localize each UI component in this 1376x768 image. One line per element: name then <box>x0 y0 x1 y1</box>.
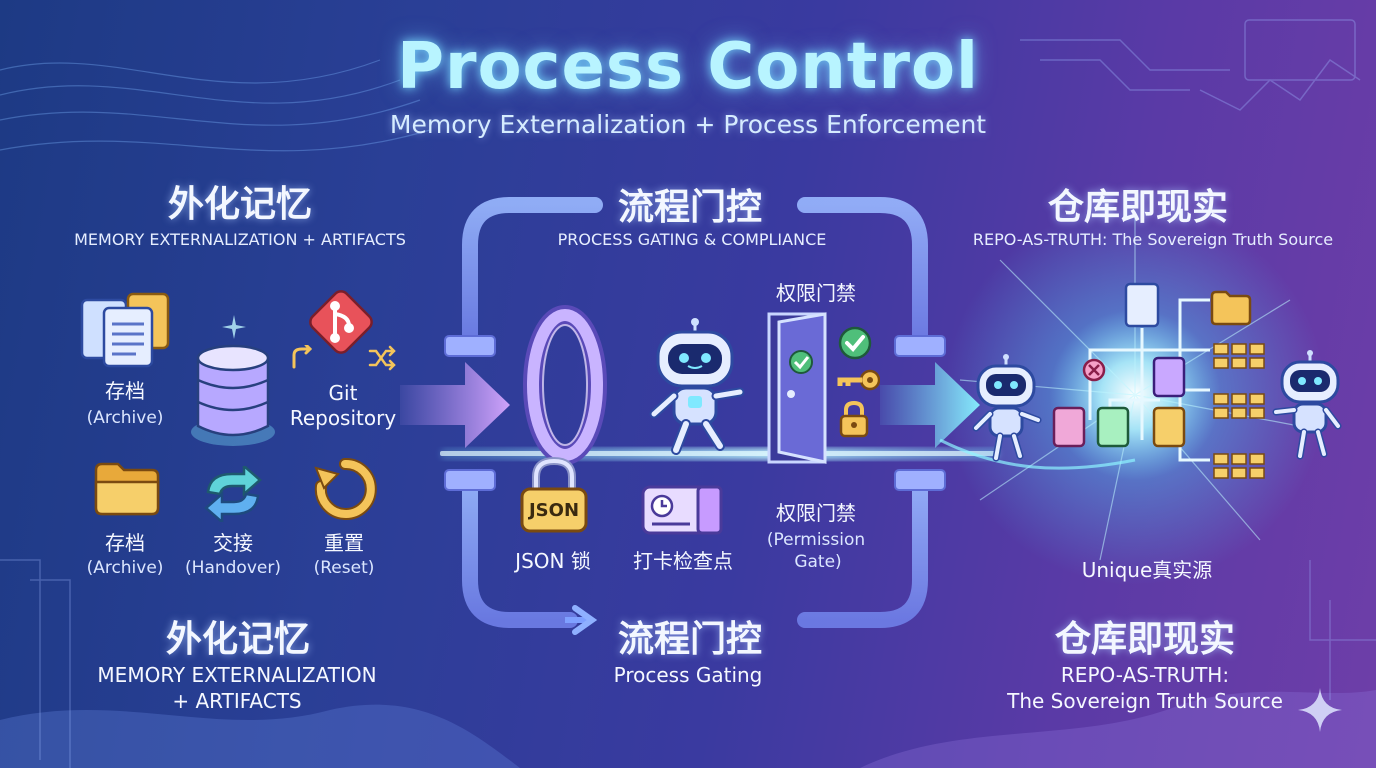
left-footer-heading: 外化记忆 <box>165 619 311 660</box>
json-lock-badge: JSON <box>528 500 580 521</box>
robot-right-icon <box>1272 350 1342 460</box>
git-icon <box>309 290 373 354</box>
archive-label-zh: 存档 <box>105 379 145 403</box>
database-icon <box>191 344 275 446</box>
repository-label: Repository <box>289 406 397 430</box>
swap-arrows-icon <box>204 466 262 522</box>
reset-label-en: (Reset) <box>313 558 375 578</box>
page-title: Process Control <box>397 30 979 104</box>
folder-icon <box>94 462 160 516</box>
key-icon <box>837 369 880 391</box>
portal-ring-icon <box>523 305 607 465</box>
left-footer-line2: + ARTIFACTS <box>172 689 302 713</box>
door-icon <box>767 312 827 464</box>
robot-walking-icon <box>649 318 745 455</box>
reset-label-zh: 重置 <box>324 531 364 555</box>
checkpoint-card-icon <box>641 485 723 535</box>
left-heading: 外化记忆 <box>167 184 313 225</box>
json-lock-label: JSON 锁 <box>515 549 591 573</box>
git-label: Git <box>328 381 358 405</box>
center-footer-heading: 流程门控 <box>617 619 763 660</box>
left-footer-line1: MEMORY EXTERNALIZATION <box>97 663 377 687</box>
merge-arrow-icon <box>292 345 313 369</box>
archive2-label-zh: 存档 <box>105 531 145 555</box>
robot-left-icon <box>972 354 1042 462</box>
right-heading: 仓库即现实 <box>1047 187 1229 228</box>
check-badge-icon <box>838 326 872 360</box>
unique-truth-label: Unique真实源 <box>1081 558 1213 582</box>
sparkle-icon <box>222 315 246 339</box>
handover-label-zh: 交接 <box>213 531 253 555</box>
left-subheading: MEMORY EXTERNALIZATION + ARTIFACTS <box>74 230 406 249</box>
padlock-small-icon <box>839 400 869 438</box>
gate-label-top: 权限门禁 <box>776 281 856 305</box>
center-footer-label: Process Gating <box>613 663 763 687</box>
right-footer-line1: REPO-AS-TRUTH: <box>1060 663 1230 687</box>
repo-tree-diagram <box>1052 282 1265 479</box>
page-subtitle: Memory Externalization + Process Enforce… <box>389 110 987 139</box>
json-lock-icon <box>520 456 588 533</box>
archive-label-en: (Archive) <box>86 408 164 428</box>
document-node <box>1124 282 1160 328</box>
right-subheading: REPO-AS-TRUTH: The Sovereign Truth Sourc… <box>972 230 1334 249</box>
right-footer-line2: The Sovereign Truth Source <box>1007 689 1283 713</box>
corner-sparkle-icon <box>1298 688 1342 732</box>
checkpoint-label: 打卡检查点 <box>633 549 733 573</box>
center-heading: 流程门控 <box>617 187 763 228</box>
handover-label-en: (Handover) <box>185 558 281 578</box>
shuffle-icon <box>368 345 396 371</box>
permission-gate-zh: 权限门禁 <box>776 501 856 525</box>
reset-icon <box>314 457 377 520</box>
right-footer-heading: 仓库即现实 <box>1054 619 1236 660</box>
documents-icon <box>80 292 170 368</box>
archive2-label-en: (Archive) <box>86 558 164 578</box>
center-subheading: PROCESS GATING & COMPLIANCE <box>557 230 827 249</box>
permission-gate-en-line1: (Permission <box>766 530 866 550</box>
permission-gate-en-line2: Gate) <box>794 552 842 572</box>
